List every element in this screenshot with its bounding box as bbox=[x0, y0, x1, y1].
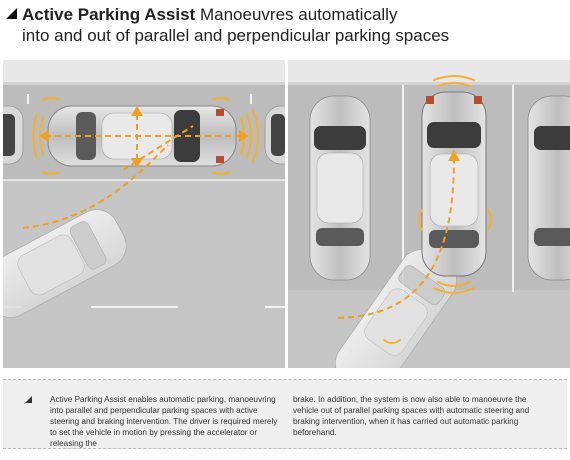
title-bold: Active Parking Assist bbox=[22, 5, 196, 24]
description-column-2: brake. In addition, the system is now al… bbox=[293, 395, 530, 437]
parked-car-left bbox=[309, 95, 371, 281]
description-box: Active Parking Assist enables automatic … bbox=[3, 379, 567, 449]
title-line-1: Active Parking Assist Manoeuvres automat… bbox=[6, 4, 566, 25]
path-arrowheads bbox=[448, 150, 460, 161]
car-approach-ghost bbox=[3, 209, 127, 318]
title-line-2: into and out of parallel and perpendicul… bbox=[22, 26, 450, 45]
sidewalk bbox=[3, 60, 285, 82]
parallel-parking-illustration bbox=[3, 60, 285, 368]
car-approach-ghost bbox=[334, 249, 458, 368]
parking-path bbox=[337, 159, 455, 319]
sidewalk bbox=[288, 60, 570, 82]
curb bbox=[3, 82, 285, 85]
path-arrowheads bbox=[39, 106, 249, 168]
sensor-arcs bbox=[32, 97, 259, 175]
title-triangle-icon bbox=[6, 8, 17, 19]
bay-lines bbox=[402, 85, 514, 292]
car-parked-main bbox=[421, 91, 487, 277]
sensor-arcs bbox=[383, 75, 492, 344]
title-rest: Manoeuvres automatically bbox=[199, 5, 398, 24]
parked-car-right bbox=[264, 105, 285, 165]
curb bbox=[288, 82, 570, 85]
perpendicular-parking-illustration bbox=[288, 60, 570, 368]
description-column-1: Active Parking Assist enables automatic … bbox=[50, 395, 278, 448]
parked-car-left bbox=[3, 105, 24, 165]
page-title: Active Parking Assist Manoeuvres automat… bbox=[6, 4, 566, 46]
bullet-triangle-icon bbox=[25, 396, 32, 403]
parked-car-right bbox=[527, 95, 570, 281]
